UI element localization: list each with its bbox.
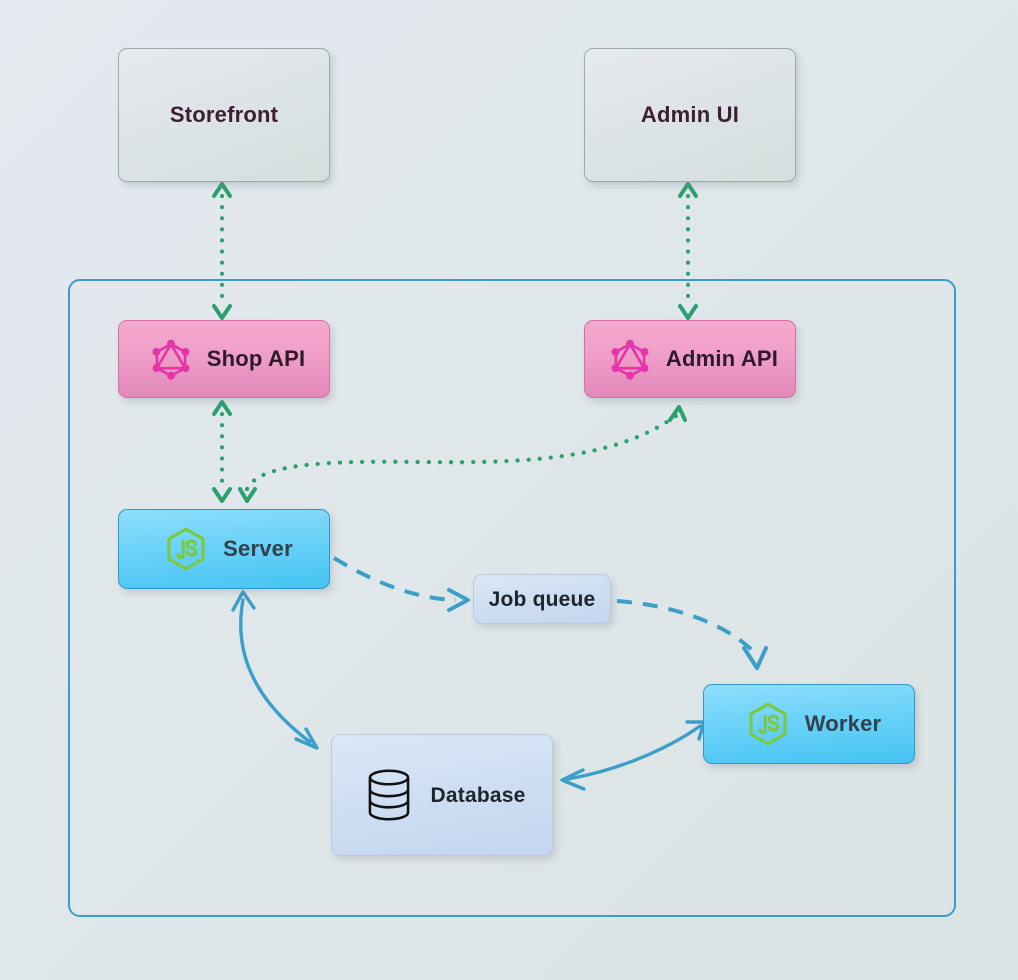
node-job-queue-label: Job queue: [488, 587, 596, 611]
vendure-server-container: [68, 279, 956, 917]
graphql-icon: [149, 337, 193, 381]
node-admin-ui-label: Admin UI: [640, 102, 740, 127]
node-admin-api-label: Admin API: [665, 346, 779, 371]
node-worker-label: Worker: [804, 711, 882, 736]
node-database[interactable]: Database: [331, 734, 553, 856]
nodejs-icon: [163, 526, 209, 572]
node-database-label: Database: [430, 783, 526, 807]
node-job-queue[interactable]: Job queue: [473, 574, 611, 624]
database-icon: [365, 768, 413, 822]
node-worker[interactable]: Worker: [703, 684, 915, 764]
nodejs-icon: [745, 701, 791, 747]
node-shop-api-label: Shop API: [206, 346, 306, 371]
node-storefront-label: Storefront: [169, 102, 279, 127]
node-storefront[interactable]: Storefront: [118, 48, 330, 182]
node-server-label: Server: [223, 536, 293, 561]
node-server[interactable]: Server: [118, 509, 330, 589]
node-shop-api[interactable]: Shop API: [118, 320, 330, 398]
node-admin-ui[interactable]: Admin UI: [584, 48, 796, 182]
node-admin-api[interactable]: Admin API: [584, 320, 796, 398]
graphql-icon: [608, 337, 652, 381]
